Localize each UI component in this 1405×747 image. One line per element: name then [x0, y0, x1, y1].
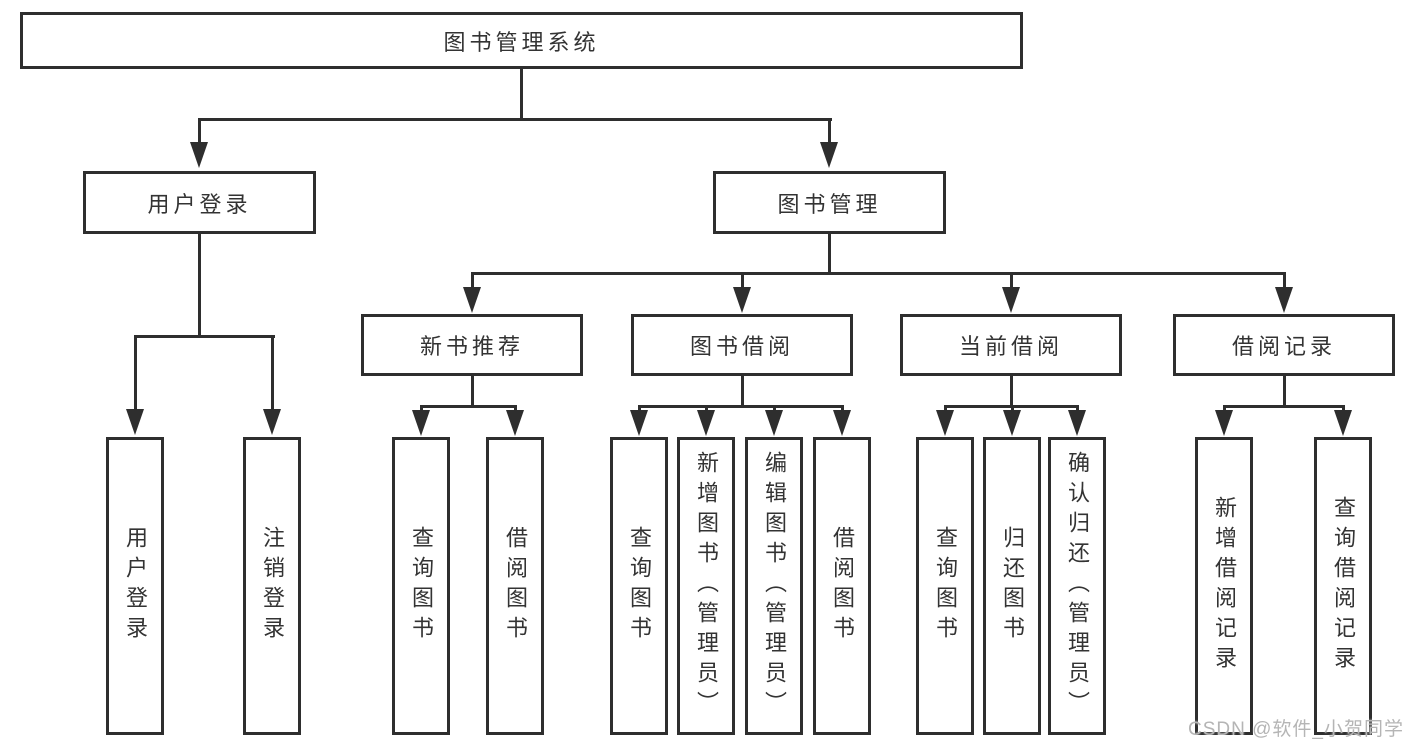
arrowhead-down [1275, 287, 1293, 313]
connector-hline [638, 405, 844, 408]
leaf-borrow-books-recommend: 借阅图书 [486, 437, 544, 735]
arrowhead-down [1002, 287, 1020, 313]
arrowhead-down [1003, 410, 1021, 436]
node-user-login: 用户登录 [83, 171, 316, 234]
connector-hline [198, 118, 832, 121]
leaf-edit-book-admin: 编辑图书（管理员） [745, 437, 803, 735]
arrowhead-down [1334, 410, 1352, 436]
connector-vline [773, 405, 776, 412]
connector-vline [1283, 272, 1286, 288]
leaf-add-borrow-record: 新增借阅记录 [1195, 437, 1253, 735]
connector-vline [134, 335, 137, 410]
arrowhead-down [506, 410, 524, 436]
arrowhead-down [263, 409, 281, 435]
leaf-query-books-recommend: 查询图书 [392, 437, 450, 735]
csdn-watermark: CSDN @软件_小贺同学 [1188, 719, 1404, 740]
node-new-book-recommend: 新书推荐 [361, 314, 583, 376]
arrowhead-down [765, 410, 783, 436]
connector-vline [1076, 405, 1079, 412]
arrowhead-down [1215, 410, 1233, 436]
node-borrow-records: 借阅记录 [1173, 314, 1395, 376]
connector-vline [1010, 376, 1013, 408]
node-current-borrow: 当前借阅 [900, 314, 1122, 376]
arrowhead-down [820, 142, 838, 168]
connector-vline [1283, 376, 1286, 408]
arrowhead-down [733, 287, 751, 313]
connector-vline [271, 335, 274, 410]
connector-vline [741, 376, 744, 408]
connector-vline [471, 376, 474, 408]
connector-vline [828, 234, 831, 275]
leaf-borrow-books: 借阅图书 [813, 437, 871, 735]
connector-vline [1010, 272, 1013, 288]
connector-vline [638, 405, 641, 412]
leaf-confirm-return-admin: 确认归还（管理员） [1048, 437, 1106, 735]
connector-vline [198, 118, 201, 144]
connector-vline [1223, 405, 1226, 412]
leaf-add-book-admin: 新增图书（管理员） [677, 437, 735, 735]
node-book-management: 图书管理 [713, 171, 946, 234]
arrowhead-down [630, 410, 648, 436]
arrowhead-down [936, 410, 954, 436]
leaf-logout: 注销登录 [243, 437, 301, 735]
node-book-borrow: 图书借阅 [631, 314, 853, 376]
leaf-user-login: 用户登录 [106, 437, 164, 735]
leaf-query-books-current: 查询图书 [916, 437, 974, 735]
connector-hline [1223, 405, 1345, 408]
leaf-query-borrow-record: 查询借阅记录 [1314, 437, 1372, 735]
arrowhead-down [190, 142, 208, 168]
connector-vline [944, 405, 947, 412]
connector-vline [520, 69, 523, 120]
arrowhead-down [697, 410, 715, 436]
connector-vline [828, 118, 831, 144]
node-root: 图书管理系统 [20, 12, 1023, 69]
connector-vline [471, 272, 474, 288]
connector-vline [420, 405, 423, 412]
connector-vline [514, 405, 517, 412]
connector-vline [841, 405, 844, 412]
connector-vline [1342, 405, 1345, 412]
connector-hline [134, 335, 275, 338]
leaf-query-books-borrow: 查询图书 [610, 437, 668, 735]
leaf-return-book: 归还图书 [983, 437, 1041, 735]
connector-vline [705, 405, 708, 412]
arrowhead-down [412, 410, 430, 436]
connector-hline [420, 405, 517, 408]
connector-vline [741, 272, 744, 288]
connector-vline [198, 234, 201, 338]
connector-vline [1011, 405, 1014, 412]
arrowhead-down [126, 409, 144, 435]
arrowhead-down [1068, 410, 1086, 436]
connector-hline [471, 272, 1286, 275]
arrowhead-down [463, 287, 481, 313]
arrowhead-down [833, 410, 851, 436]
